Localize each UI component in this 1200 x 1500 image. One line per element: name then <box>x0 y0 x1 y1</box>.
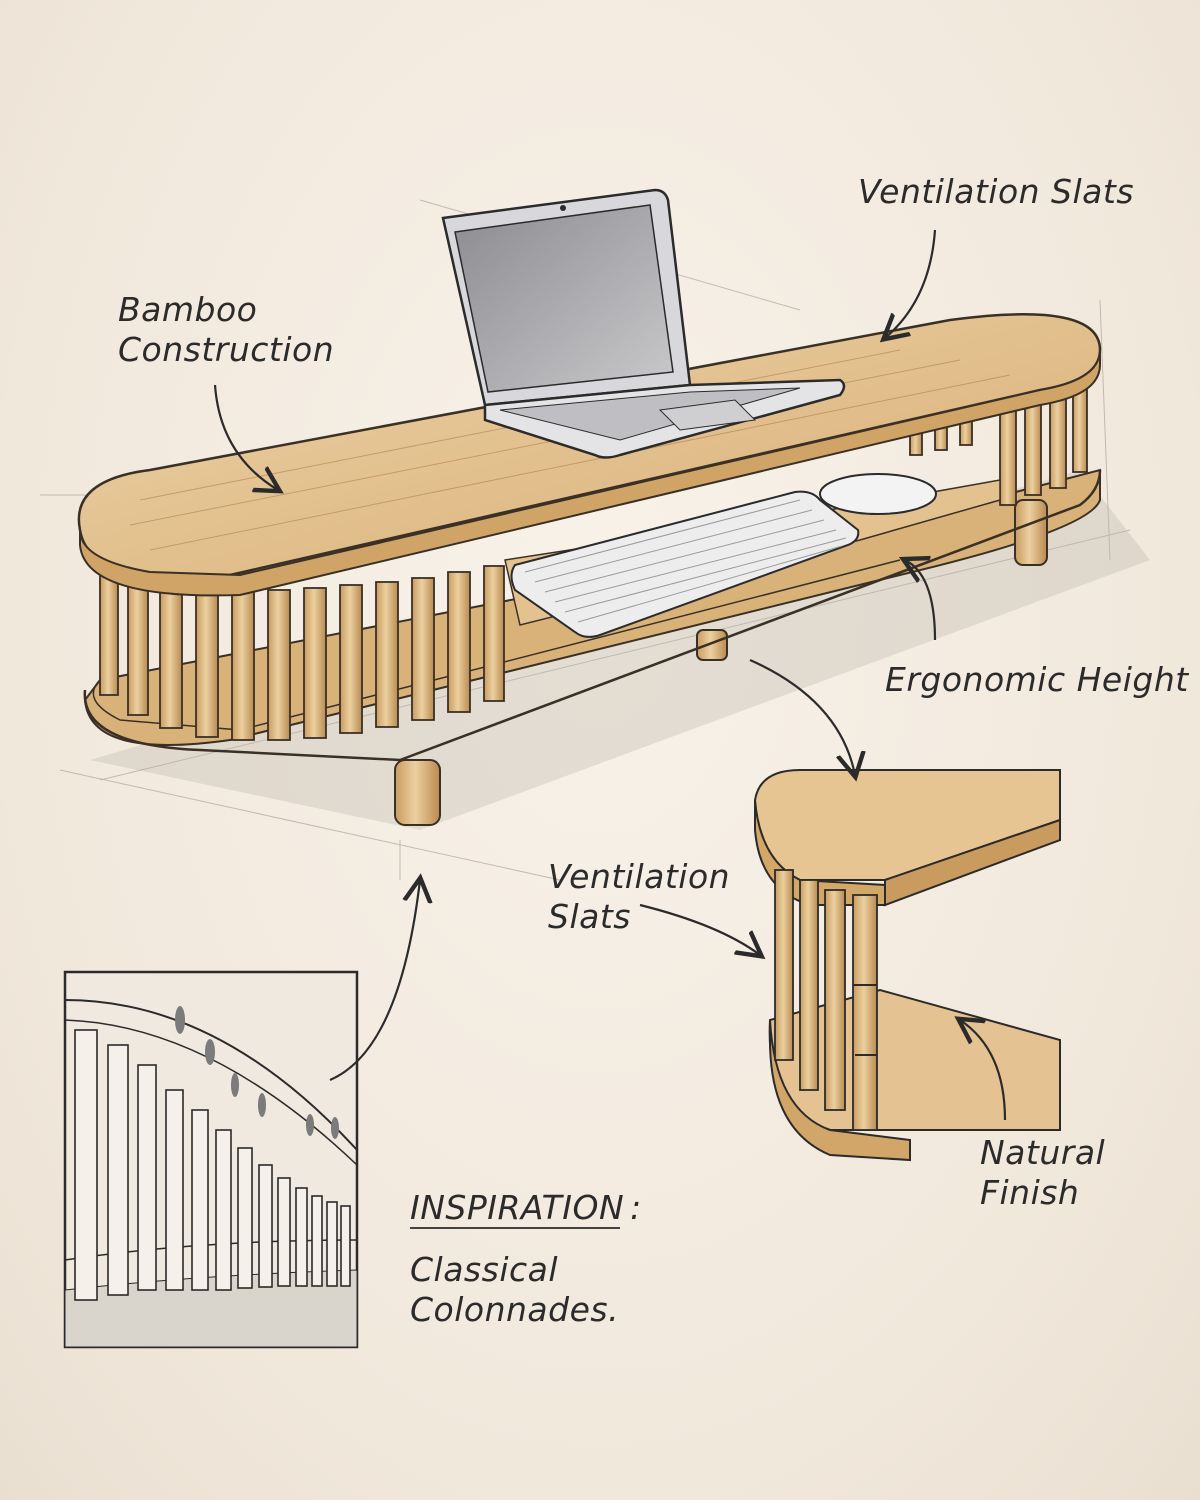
label-ventilation-slats-detail: Ventilation Slats <box>548 857 731 936</box>
annotation-arrows <box>213 229 1007 1121</box>
label-ventilation-slats-top: Ventilation Slats <box>858 172 1135 211</box>
mouse-icon <box>819 473 937 515</box>
label-bamboo-construction: Bamboo Construction <box>118 290 335 369</box>
inspiration-heading: INSPIRATION: <box>410 1188 642 1227</box>
keyboard-icon <box>510 490 860 638</box>
label-natural-finish: Natural Finish <box>980 1133 1106 1212</box>
inspiration-text: Classical Colonnades. <box>410 1250 620 1329</box>
colonnade-sketch <box>63 970 359 1349</box>
label-ergonomic-height: Ergonomic Height <box>885 660 1189 699</box>
detail-corner-view <box>753 769 1061 1162</box>
laptop-icon <box>441 188 846 459</box>
